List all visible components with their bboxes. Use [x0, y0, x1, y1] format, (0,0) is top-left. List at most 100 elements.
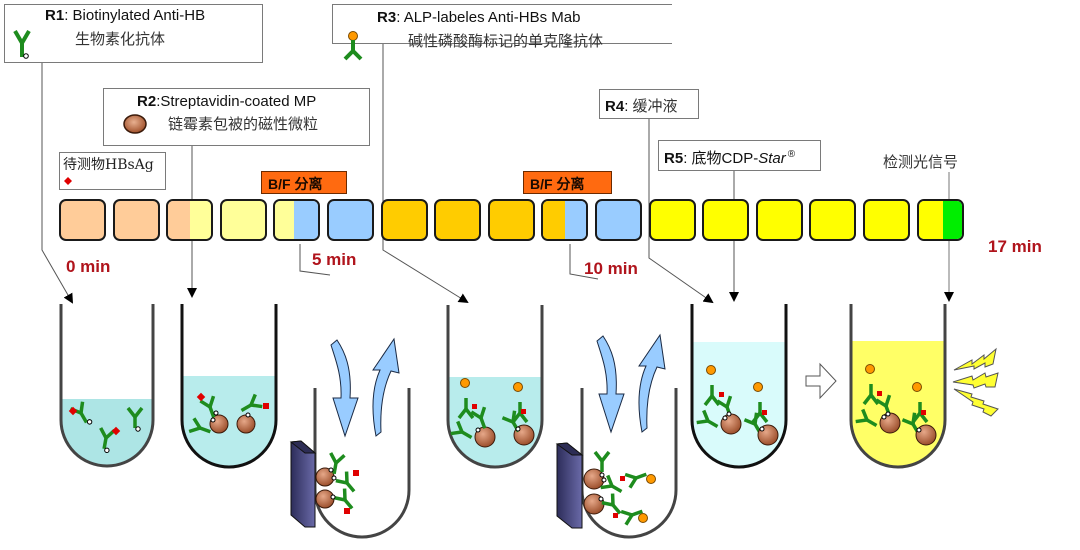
reagent-r2-box: R2:Streptavidin-coated MP 链霉素包被的磁性微粒: [103, 88, 370, 146]
lightning-icon: [953, 347, 997, 371]
timeline-cell-segment: [543, 201, 565, 239]
tube-4: [446, 305, 544, 469]
timeline-cell: [702, 199, 749, 241]
tube-5-separation: [555, 388, 678, 539]
timeline-cell: [59, 199, 106, 241]
bf-separation-tag-2: B/F 分离: [523, 171, 612, 194]
timeline-cell: [917, 199, 964, 241]
ten-min-bracket: [569, 244, 599, 280]
timeline-cell-segment: [564, 201, 586, 239]
magnetic-bead: [236, 414, 256, 434]
timeline-cell: [327, 199, 374, 241]
timeline-cell: [113, 199, 160, 241]
tube-3-wall: [313, 388, 411, 539]
tube-2-wall: [180, 304, 278, 469]
alp-labeled-antibody-icon: [343, 31, 363, 61]
antigen: [196, 392, 206, 402]
r5-code: R5: [664, 150, 684, 167]
lightning-icon: [953, 388, 999, 417]
tube-1-antibody-antigen-b: [95, 426, 117, 454]
tube-3-separation: [289, 388, 411, 539]
r3-connector: [382, 43, 469, 304]
timeline-cell-segment: [168, 201, 190, 239]
magnet-icon: [556, 442, 583, 529]
timeline-cell: [220, 199, 267, 241]
magnetic-particle-icon: [123, 114, 147, 134]
tube-6-wall: [690, 304, 788, 469]
time-marker-10: 10 min: [584, 259, 638, 278]
reagent-r5-box: R5: 底物CDP-Star®: [658, 140, 821, 171]
antigen: [263, 403, 269, 409]
timeline-cell-segment: [275, 201, 295, 239]
magnet-icon: [290, 440, 316, 528]
antigen: [344, 508, 350, 514]
tube-6: [690, 304, 788, 469]
lightning-icon: [952, 372, 999, 389]
alp-label: [460, 378, 470, 388]
antigen: [353, 470, 359, 476]
r4-code: R4: [605, 98, 625, 115]
timeline-cell: [809, 199, 856, 241]
tube-1-antibody-antigen-a: [68, 399, 95, 428]
light-signal-icon: [952, 347, 999, 417]
time-marker-0: 0 min: [66, 257, 111, 276]
timeline-cell: [488, 199, 535, 241]
alp-label: [638, 513, 648, 523]
r1-connector: [41, 62, 73, 304]
r5-name: : 底物CDP-: [683, 150, 759, 167]
tube-1-wall: [59, 304, 155, 468]
timeline-cell: [273, 199, 320, 241]
timeline-cell-segment: [189, 201, 211, 239]
r2-code: R2: [137, 93, 157, 110]
antigen-diamond-icon: [64, 177, 72, 185]
detect-signal-label: 检测光信号: [883, 153, 959, 171]
wash-arrow-down-icon: [330, 339, 359, 438]
magnetic-bead: [315, 489, 335, 509]
tube-7: [849, 304, 947, 469]
time-marker-5: 5 min: [312, 250, 357, 269]
tube-2: [180, 304, 278, 469]
r3-name-en: : ALP-labeles Anti-HBs Mab: [396, 9, 581, 26]
antigen: [111, 426, 121, 436]
r2-name-zh: 链霉素包被的磁性微粒: [168, 115, 319, 133]
r2-name-en: :Streptavidin-coated MP: [156, 93, 317, 110]
timeline-cell: [756, 199, 803, 241]
timeline-cell: [595, 199, 642, 241]
r1-code: R1: [45, 7, 65, 24]
tube-1-antibody-c: [126, 406, 144, 432]
antigen: [68, 406, 78, 416]
r1-name-zh: 生物素化抗体: [75, 30, 166, 48]
r5-italic: Star: [758, 150, 786, 167]
sample-label: 待测物HBsAg: [63, 157, 154, 173]
sample-box: 待测物HBsAg: [59, 152, 166, 190]
alp-label: [513, 382, 523, 392]
reagent-r4-box: R4: 缓冲液: [599, 89, 699, 119]
tube-4-liquid: [449, 377, 541, 466]
alp-label: [865, 364, 875, 374]
tube-4-wall: [446, 305, 544, 469]
reagent-r3-box: R3: ALP-labeles Anti-HBs Mab 碱性磷酸酶标记的单克隆…: [332, 4, 672, 61]
alp-label: [706, 365, 716, 375]
r4-connector: [648, 119, 714, 304]
next-step-arrow-icon: [805, 362, 837, 400]
r1-name-en: : Biotinylated Anti-HB: [64, 7, 206, 24]
reagent-r1-box: R1: Biotinylated Anti-HB 生物素化抗体: [4, 4, 263, 63]
timeline-cell-segment: [919, 201, 943, 239]
wash-arrow-up-icon: [638, 333, 666, 433]
five-min-bracket: [299, 244, 331, 276]
timeline-cell: [381, 199, 428, 241]
wash-arrows-2: [596, 333, 666, 434]
r4-sep: :: [624, 98, 633, 115]
time-marker-17: 17 min: [988, 237, 1042, 256]
alp-label: [912, 382, 922, 392]
bf-separation-tag-1: B/F 分离: [261, 171, 347, 194]
wash-arrow-down-icon: [596, 335, 625, 434]
timeline-cell: [434, 199, 481, 241]
wash-arrows-1: [330, 337, 400, 438]
wash-arrow-up-icon: [372, 337, 400, 437]
tube-7-wall: [849, 304, 947, 469]
timeline-cell: [166, 199, 213, 241]
